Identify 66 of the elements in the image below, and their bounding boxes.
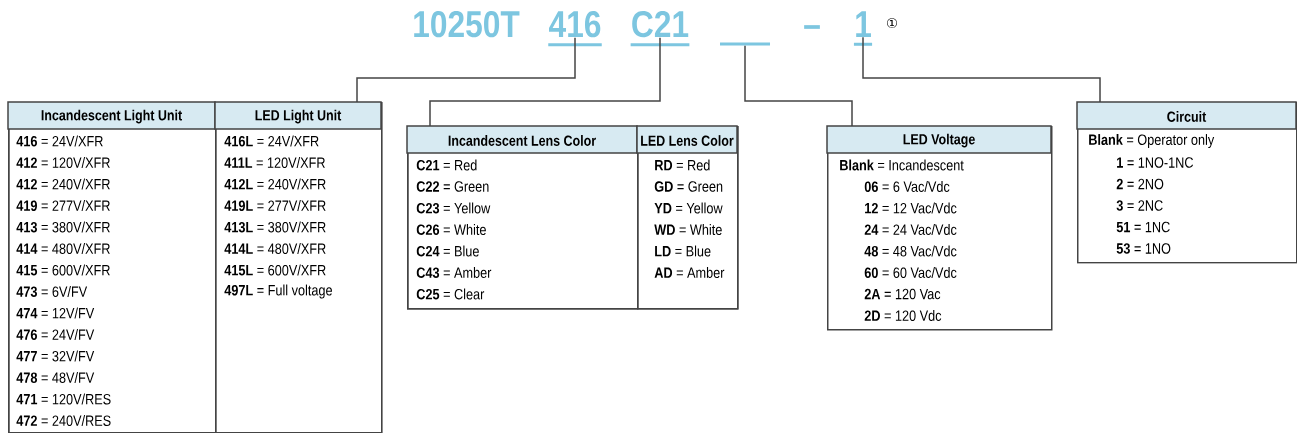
code-entry: YD = Yellow (654, 202, 723, 214)
code-entry: C21 = Red (416, 159, 477, 171)
column-heading: Incandescent Lens Color (448, 135, 596, 146)
code-entry: GD = Green (654, 181, 723, 192)
code-entry: 474 = 12V/FV (16, 307, 95, 319)
code-entry: Blank = Incandescent (840, 159, 964, 171)
code-entry: 415 = 600V/XFR (16, 264, 110, 276)
code-entry: 416L = 24V/XFR (224, 135, 319, 147)
code-entry: 497L = Full voltage (224, 284, 332, 299)
code-entry: 48 = 48 Vac/Vdc (864, 245, 957, 257)
code-entry: 472 = 240V/RES (16, 415, 111, 426)
code-entry: 06 = 6 Vac/Vdc (864, 181, 950, 192)
code-entry: C23 = Yellow (416, 202, 491, 214)
column-heading: LED Voltage (903, 133, 975, 148)
code-entry: C43 = Amber (416, 267, 492, 278)
part-number: 10250T (414, 10, 520, 38)
code-entry: 412L = 240V/XFR (224, 178, 326, 190)
code-entry: WD = White (654, 224, 722, 235)
code-entry: 415L = 600V/XFR (224, 264, 326, 276)
code-entry: 3 = 2NC (1116, 200, 1163, 211)
code-entry: 60 = 60 Vac/Vdc (864, 267, 957, 278)
code-segment: 1 (853, 11, 873, 46)
code-entry: 414L = 480V/XFR (224, 243, 326, 254)
dash: – (804, 25, 820, 29)
code-entry: 1 = 1NO-1NC (1117, 157, 1193, 168)
code-entry: 2A = 120 Vac (864, 288, 941, 300)
code-segment: C21 (630, 10, 690, 47)
code-entry: 478 = 48V/FV (16, 372, 95, 383)
code-entry: 419 = 277V/XFR (16, 200, 110, 211)
code-entry: 2 = 2NO (1116, 178, 1164, 190)
code-entry: 2D = 120 Vdc (864, 310, 942, 321)
code-entry: 412 = 120V/XFR (16, 157, 110, 168)
connector-line (429, 36, 661, 127)
code-entry: 413L = 380V/XFR (224, 221, 326, 233)
code-segment: 416 (548, 10, 602, 47)
connector-line (356, 36, 576, 103)
code-entry: C22 = Green (416, 181, 489, 192)
code-entry: 412 = 240V/XFR (16, 178, 110, 190)
column-heading: LED Lens Color (641, 135, 734, 146)
code-entry: 473 = 6V/FV (16, 286, 88, 297)
code-entry: 471 = 120V/RES (16, 393, 111, 405)
footnote-mark: ① (887, 18, 897, 28)
connector-line (862, 36, 1101, 103)
code-entry: 476 = 24V/FV (16, 329, 95, 340)
connector-line (744, 45, 853, 127)
code-entry: C24 = Blue (416, 245, 479, 257)
code-entry: LD = Blue (655, 245, 711, 257)
code-entry: 413 = 380V/XFR (16, 221, 110, 233)
code-entry: 477 = 32V/FV (16, 350, 95, 362)
code-entry: Blank = Operator only (1089, 134, 1215, 148)
code-entry: 12 = 12 Vac/Vdc (865, 202, 957, 214)
code-entry: AD = Amber (654, 267, 725, 278)
column-heading: LED Light Unit (255, 109, 342, 124)
code-entry: 411L = 120V/XFR (224, 157, 325, 168)
code-entry: 416 = 24V/XFR (16, 135, 103, 147)
code-entry: C26 = White (416, 224, 486, 235)
code-entry: 419L = 277V/XFR (224, 200, 326, 211)
column-heading: Incandescent Light Unit (41, 109, 182, 124)
blank-underline (720, 42, 770, 46)
column-heading: Circuit (1167, 111, 1207, 122)
code-entry: 24 = 24 Vac/Vdc (864, 224, 957, 235)
code-entry: C25 = Clear (416, 288, 485, 300)
code-entry: RD = Red (655, 159, 710, 171)
code-entry: 53 = 1NO (1116, 243, 1171, 254)
code-entry: 414 = 480V/XFR (16, 243, 110, 254)
code-entry: 51 = 1NC (1116, 221, 1170, 233)
